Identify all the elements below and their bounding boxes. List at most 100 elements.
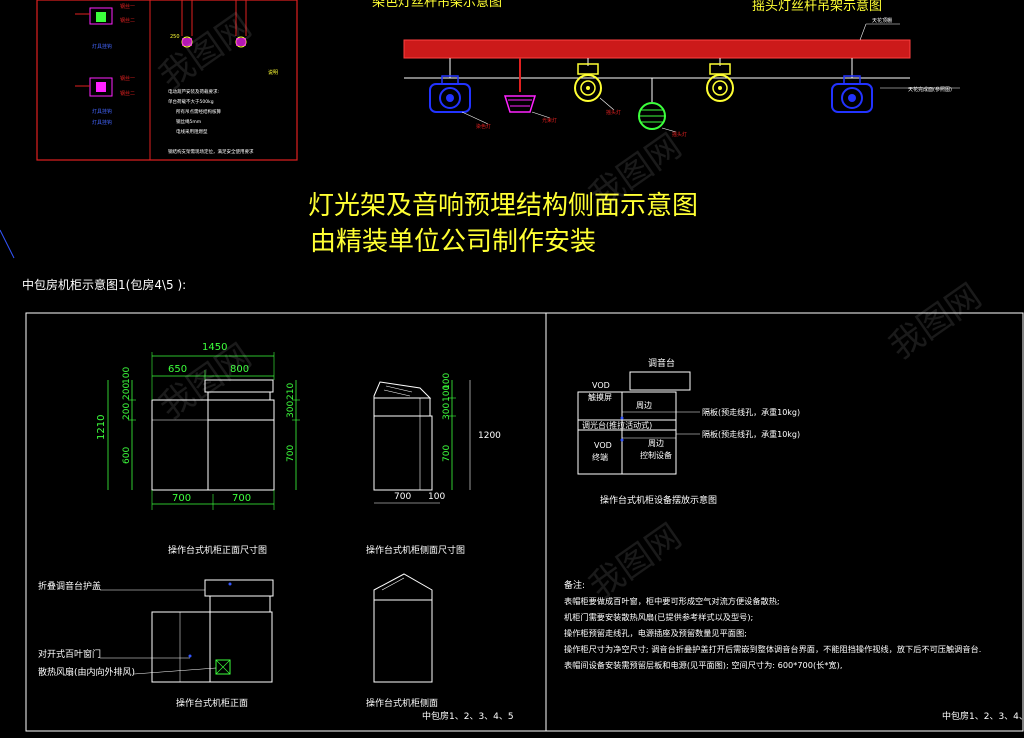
cell-vod-touch-2: 触摸屏 xyxy=(588,392,612,402)
front-elevation: 1450 650 800 700 700 1210 200 200 100 60… xyxy=(96,342,300,556)
dim-front-700b: 700 xyxy=(232,493,251,504)
side-view: 操作台式机柜侧面 中包房1、2、3、4、5 xyxy=(366,573,514,722)
front-view: 折叠调音台护盖 对开式百叶窗门 散热风扇(由内向外排风) 操作台式机柜正面 xyxy=(38,579,274,709)
dim-front-700v: 700 xyxy=(286,445,296,462)
lamp-yellow-1 xyxy=(574,58,602,102)
dim-front-100: 100 xyxy=(122,367,132,384)
dim-front-1450: 1450 xyxy=(202,342,227,353)
notes-block: 备注: 表帽柜要做成百叶窗，柜中要可形成空气对流方便设备散热; 机柜门需要安装散… xyxy=(564,579,1024,722)
dim-side-1200: 1200 xyxy=(478,431,501,441)
front-view-caption: 操作台式机柜正面 xyxy=(176,697,248,709)
dim-front-600: 600 xyxy=(122,447,132,464)
label-red-3: 钢丝二 xyxy=(120,90,135,97)
front-view-label-1: 对开式百叶窗门 xyxy=(38,648,101,660)
dim-front-300: 300 xyxy=(286,401,296,418)
equipment-title: 调音台 xyxy=(648,357,675,369)
watermark-4: 我图网 xyxy=(582,516,688,607)
lamp-label-2: 摇头灯 xyxy=(606,109,621,116)
equipment-caption: 操作台式机柜设备摆放示意图 xyxy=(600,494,717,506)
light-rig-diagram: 染色灯丝杆吊架示意图 摇头灯丝杆吊架示意图 天花顶棚 天花完成面(参照图) xyxy=(372,0,960,138)
watermarks: 我图网 我图网 我图网 我图网 我图网 xyxy=(152,6,988,607)
label-red-0: 钢丝一 xyxy=(120,3,135,10)
dim-front-650: 650 xyxy=(168,364,187,375)
dim-side-100a: 100 xyxy=(442,373,452,390)
section-heading: 中包房机柜示意图1(包房4\5 ): xyxy=(22,277,186,292)
lamp-blue-1 xyxy=(429,58,471,113)
shelf-label-1: 隔板(预走线孔，承重10kg) xyxy=(702,429,800,439)
side-elevation: 100 100 300 700 1200 700 100 操作台式机柜侧面尺寸图 xyxy=(366,373,501,556)
ceiling-beam xyxy=(403,39,911,59)
front-view-label-2: 散热风扇(由内向外排风) xyxy=(38,666,135,678)
ceiling-label: 天花完成面(参照图) xyxy=(908,86,952,93)
label-red-1: 钢丝二 xyxy=(120,17,135,24)
tl-note-3: 钢丝绳5mm xyxy=(176,118,201,125)
notes-footer: 中包房1、2、3、4、5 xyxy=(942,710,1024,722)
lamp-green xyxy=(638,78,666,130)
label-blue-0: 灯具挂钩 xyxy=(92,43,112,50)
lamp-label-1: 光束灯 xyxy=(542,117,557,124)
tl-note-5: 钢结构支架需现场定位，满足安全使用要求 xyxy=(168,148,254,155)
cell-vod-term-1: VOD xyxy=(594,441,612,450)
watermark-5: 我图网 xyxy=(882,276,988,367)
tl-note-1: 单台荷载不大于500kg xyxy=(168,98,214,105)
equipment-layout: 调音台 VOD 触摸屏 周边 调光台(推拉活动式) VOD 终端 周边 控制设备… xyxy=(577,357,800,506)
dim-front-700a: 700 xyxy=(172,493,191,504)
main-title-line1: 灯光架及音响预埋结构侧面示意图 xyxy=(308,191,698,221)
note-tag: 说明 xyxy=(268,69,278,76)
cell-dimmer: 调光台(推拉活动式) xyxy=(582,420,652,430)
beam-label: 天花顶棚 xyxy=(872,17,892,24)
tl-note-4: 电线采用阻燃型 xyxy=(176,128,208,135)
side-elevation-caption: 操作台式机柜侧面尺寸图 xyxy=(366,544,465,556)
hanger-2 xyxy=(75,77,113,97)
dim-side-700: 700 xyxy=(442,445,452,462)
panel-right-frame xyxy=(545,312,1024,732)
label-red-2: 钢丝一 xyxy=(120,75,135,82)
lamp-blue-2 xyxy=(831,58,873,113)
tl-note-2: 所有吊点需经结构核算 xyxy=(176,108,221,115)
tl-note-0: 电动葫芦安装及荷载要求: xyxy=(168,88,219,95)
cell-vod-touch-1: VOD xyxy=(592,381,610,390)
hanger-1 xyxy=(75,7,113,25)
caption-right: 摇头灯丝杆吊架示意图 xyxy=(752,0,882,14)
dim-250: 250 xyxy=(170,34,180,40)
label-blue-2: 灯具挂钩 xyxy=(92,119,112,126)
notes-heading: 备注: xyxy=(564,579,585,591)
notes-line-1: 机柜门需要安装散热风扇(已提供参考样式以及型号); xyxy=(564,612,753,622)
lamp-label-0: 染色灯 xyxy=(476,123,491,130)
cell-periph: 周边 xyxy=(636,400,652,410)
dim-front-1210: 1210 xyxy=(96,415,107,440)
dim-side-700h: 700 xyxy=(394,492,411,502)
rod-pair xyxy=(181,0,247,48)
side-view-footer: 中包房1、2、3、4、5 xyxy=(422,710,514,722)
main-title-line2: 由精装单位公司制作安装 xyxy=(310,227,596,257)
top-left-notes: 电动葫芦安装及荷载要求: 单台荷载不大于500kg 所有吊点需经结构核算 钢丝绳… xyxy=(168,88,254,155)
side-view-caption: 操作台式机柜侧面 xyxy=(366,697,438,709)
shelf-label-0: 隔板(预走线孔，承重10kg) xyxy=(702,407,800,417)
dim-front-200b: 200 xyxy=(122,383,132,400)
cell-vod-term-2: 终端 xyxy=(592,452,608,462)
notes-line-3: 操作柜尺寸为净空尺寸; 调音台折叠护盖打开后需嵌到整体调音台界面，不能阻挡操作视… xyxy=(564,644,981,654)
edge-line xyxy=(0,229,15,259)
lamp-yellow-2 xyxy=(706,58,734,102)
top-left-frame xyxy=(36,0,298,161)
top-left-detail: 钢丝一 钢丝二 钢丝一 钢丝二 灯具挂钩 灯具挂钩 灯具挂钩 250 说明 电动… xyxy=(36,0,298,161)
dim-front-800: 800 xyxy=(230,364,249,375)
dim-side-300: 300 xyxy=(442,403,452,420)
dim-side-100h: 100 xyxy=(428,492,445,502)
notes-line-4: 表帽间设备安装需预留层板和电源(见平面图); 空间尺寸为: 600*700(长*… xyxy=(564,660,842,670)
dim-front-210: 210 xyxy=(286,383,296,400)
notes-line-2: 操作柜预留走线孔，电源插座及预留数量见平面图; xyxy=(564,628,747,638)
notes-line-0: 表帽柜要做成百叶窗，柜中要可形成空气对流方便设备散热; xyxy=(564,596,780,606)
watermark-1: 我图网 xyxy=(152,6,258,97)
dim-front-200a: 200 xyxy=(122,403,132,420)
caption-left: 染色灯丝杆吊架示意图 xyxy=(372,0,502,10)
lamp-magenta xyxy=(503,58,537,113)
front-elevation-caption: 操作台式机柜正面尺寸图 xyxy=(168,544,267,556)
lamp-label-3: 摇头灯 xyxy=(672,131,687,138)
label-blue-1: 灯具挂钩 xyxy=(92,108,112,115)
front-view-label-0: 折叠调音台护盖 xyxy=(38,580,101,592)
cell-periph-ctrl-2: 控制设备 xyxy=(640,450,672,460)
dim-side-100b: 100 xyxy=(442,385,452,402)
cell-periph-ctrl-1: 周边 xyxy=(648,438,664,448)
